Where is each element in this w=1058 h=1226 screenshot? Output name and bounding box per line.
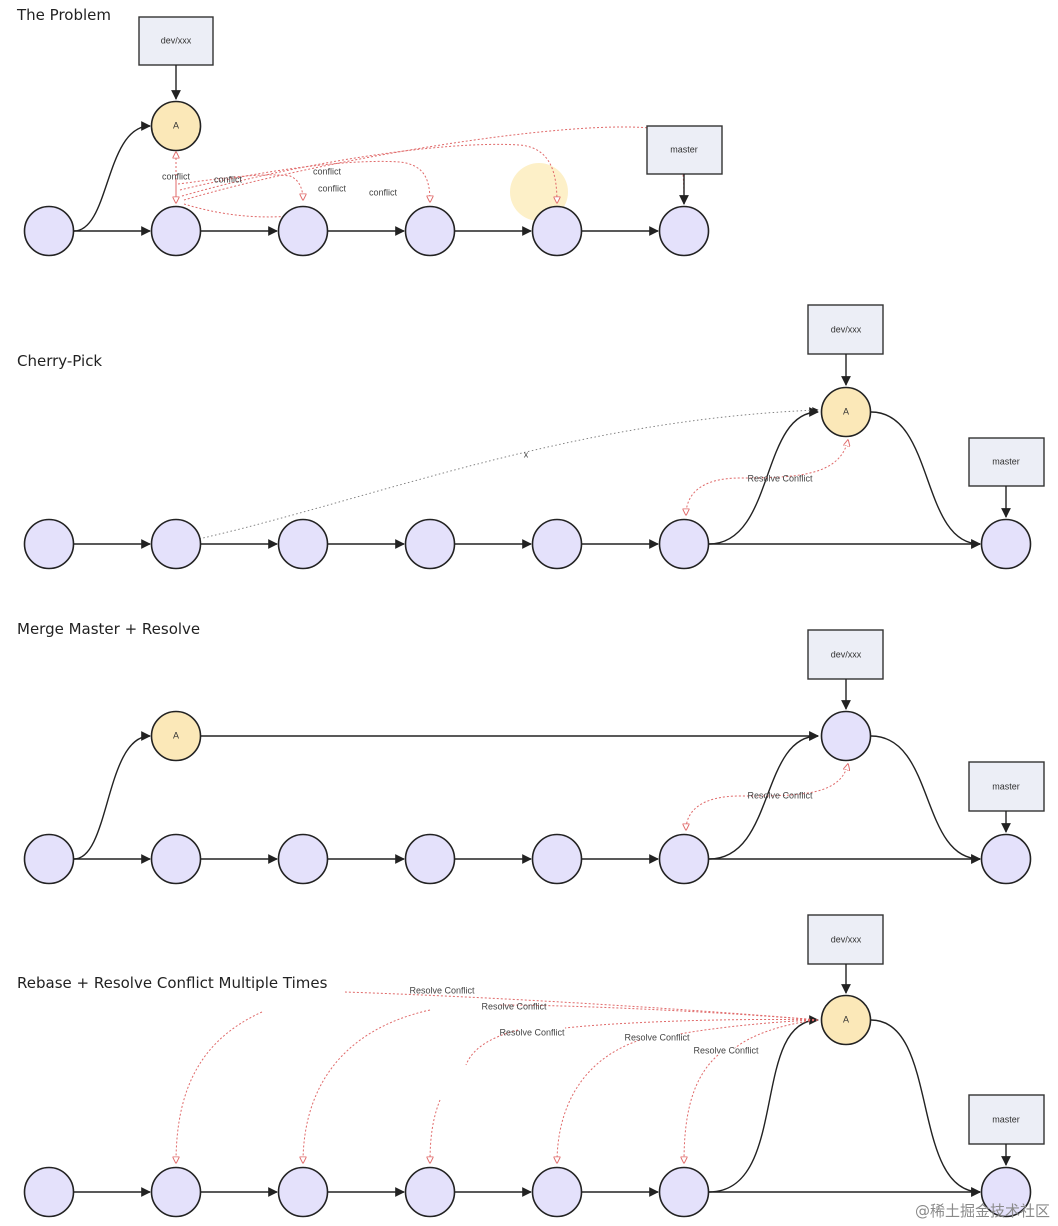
resolve-conflict-label: Resolve Conflict bbox=[747, 790, 813, 800]
resolve-conflict-label: Resolve Conflict bbox=[693, 1045, 759, 1055]
section-title: Merge Master + Resolve bbox=[17, 620, 200, 638]
merge-commit bbox=[820, 710, 872, 762]
conflict-label: conflict bbox=[214, 174, 243, 184]
commit bbox=[277, 205, 329, 257]
commit bbox=[658, 205, 710, 257]
commit bbox=[980, 518, 1032, 570]
conflict-label: conflict bbox=[162, 171, 191, 181]
branch-dev-box bbox=[138, 16, 214, 66]
branch-master-box bbox=[968, 437, 1045, 487]
resolve-conflict-lines bbox=[176, 991, 819, 1163]
commit bbox=[658, 518, 710, 570]
conflict-label: conflict bbox=[369, 187, 398, 197]
commit bbox=[277, 518, 329, 570]
commit bbox=[531, 205, 583, 257]
commit-a bbox=[150, 710, 202, 762]
cherry-pick-line bbox=[175, 407, 819, 545]
commit bbox=[404, 518, 456, 570]
commit-a bbox=[820, 994, 872, 1046]
branch-dev-label: dev/xxx bbox=[831, 934, 862, 944]
main-line-edges bbox=[74, 1015, 981, 1197]
section-rebase: Rebase + Resolve Conflict Multiple Times bbox=[17, 914, 1045, 1218]
branch-dev-label: dev/xxx bbox=[831, 649, 862, 659]
commit bbox=[150, 518, 202, 570]
commit-a-label: A bbox=[843, 1014, 849, 1024]
commit-a bbox=[820, 386, 872, 438]
commit-a-label: A bbox=[843, 406, 849, 416]
commit bbox=[150, 1166, 202, 1218]
commit bbox=[150, 205, 202, 257]
resolve-conflict-label: Resolve Conflict bbox=[409, 985, 475, 995]
branch-master-label: master bbox=[992, 781, 1020, 791]
commit bbox=[980, 1166, 1032, 1218]
commit bbox=[277, 833, 329, 885]
branch-dev-box bbox=[807, 304, 884, 355]
branch-master-label: master bbox=[670, 144, 698, 154]
commit bbox=[277, 1166, 329, 1218]
main-line-edges bbox=[73, 731, 981, 864]
main-line-edges bbox=[73, 121, 659, 236]
branch-dev-label: dev/xxx bbox=[161, 35, 192, 45]
resolve-conflict-label: Resolve Conflict bbox=[499, 1027, 565, 1037]
branch-master-box bbox=[968, 1094, 1045, 1145]
branch-dev-box bbox=[807, 629, 884, 680]
commit bbox=[23, 518, 75, 570]
section-title: The Problem bbox=[16, 6, 111, 24]
main-line-edges bbox=[74, 407, 981, 549]
commit bbox=[404, 1166, 456, 1218]
section-the-problem: The Problem conflict conflict conflict c… bbox=[16, 6, 723, 257]
branch-dev-label: dev/xxx bbox=[831, 324, 862, 334]
commit bbox=[404, 833, 456, 885]
conflict-lines bbox=[176, 126, 684, 218]
commit bbox=[531, 1166, 583, 1218]
resolve-conflict-label: Resolve Conflict bbox=[481, 1001, 547, 1011]
commit bbox=[531, 518, 583, 570]
cherry-mark: x bbox=[524, 449, 529, 459]
commit-a-label: A bbox=[173, 730, 179, 740]
watermark: @稀土掘金技术社区 bbox=[915, 1202, 1050, 1220]
commit bbox=[980, 833, 1032, 885]
commit bbox=[658, 833, 710, 885]
commit bbox=[150, 833, 202, 885]
branch-master-label: master bbox=[992, 1114, 1020, 1124]
commit bbox=[23, 205, 75, 257]
conflict-label: conflict bbox=[318, 183, 347, 193]
commit bbox=[23, 833, 75, 885]
commit-a bbox=[150, 100, 202, 152]
section-merge-master: Merge Master + Resolve Resolve Conflict … bbox=[17, 620, 1045, 885]
section-title: Cherry-Pick bbox=[17, 352, 102, 370]
conflict-label: conflict bbox=[313, 166, 342, 176]
resolve-conflict-line bbox=[686, 440, 848, 515]
commit-a-label: A bbox=[173, 120, 179, 130]
commit bbox=[531, 833, 583, 885]
branch-master-box bbox=[968, 761, 1045, 812]
branch-master-label: master bbox=[992, 456, 1020, 466]
commit bbox=[658, 1166, 710, 1218]
commit bbox=[23, 1166, 75, 1218]
resolve-conflict-label: Resolve Conflict bbox=[624, 1032, 690, 1042]
commit bbox=[404, 205, 456, 257]
resolve-conflict-label: Resolve Conflict bbox=[747, 473, 813, 483]
resolve-conflict-line bbox=[686, 764, 848, 830]
section-title: Rebase + Resolve Conflict Multiple Times bbox=[17, 974, 328, 992]
branch-dev-box bbox=[807, 914, 884, 965]
section-cherry-pick: Cherry-Pick x Resolve Conflict A dev/xxx… bbox=[17, 304, 1045, 570]
